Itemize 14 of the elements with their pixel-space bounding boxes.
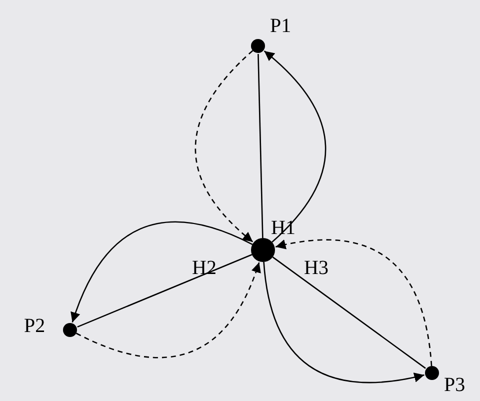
curved-arrow (264, 50, 326, 243)
point-label: P1 (270, 16, 292, 36)
point-label: H2 (192, 258, 216, 278)
curved-arrow (263, 262, 424, 383)
curved-arrow (194, 50, 254, 242)
curved-arrow (275, 239, 432, 366)
point-label: P2 (24, 316, 46, 336)
curved-arrow (76, 262, 260, 358)
point-label: P3 (444, 375, 466, 395)
connector-line (258, 54, 264, 238)
connector-line (272, 256, 426, 369)
curved-arrow (71, 221, 253, 323)
point-label: H3 (304, 258, 328, 278)
connector-line (77, 254, 252, 328)
